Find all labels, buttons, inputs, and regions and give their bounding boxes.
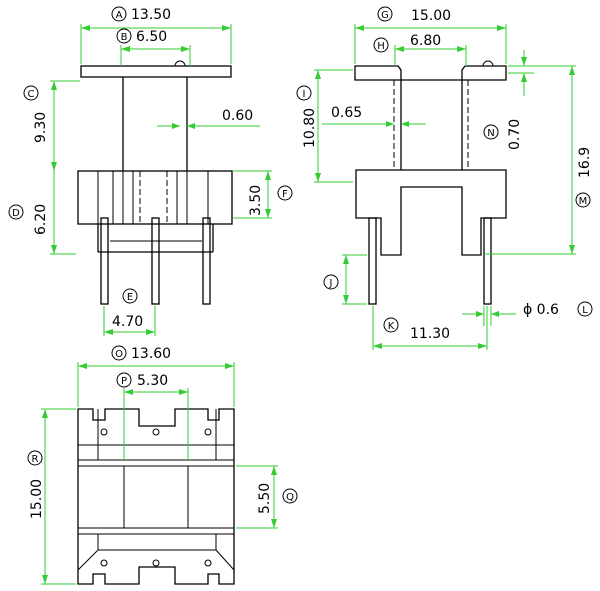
dim-N: N 0.70 bbox=[483, 119, 523, 150]
svg-text:Q: Q bbox=[286, 492, 294, 503]
svg-text:10.80: 10.80 bbox=[302, 108, 318, 148]
dim-B: B 6.50 bbox=[116, 28, 167, 45]
dim-R: R 15.00 bbox=[27, 450, 45, 519]
svg-text:15.00: 15.00 bbox=[29, 479, 45, 519]
dim-wall: 0.65 bbox=[331, 105, 362, 121]
dim-D: D 6.20 bbox=[8, 204, 49, 235]
base-block bbox=[77, 170, 233, 225]
svg-text:E: E bbox=[127, 292, 133, 303]
dim-Q: Q 5.50 bbox=[257, 483, 298, 514]
svg-text:M: M bbox=[579, 196, 588, 207]
top-flange bbox=[80, 65, 232, 78]
svg-text:L: L bbox=[582, 305, 588, 316]
dim-A: A 13.50 bbox=[111, 6, 171, 23]
flange-left bbox=[354, 65, 402, 81]
svg-text:5.30: 5.30 bbox=[137, 373, 168, 389]
svg-text:N: N bbox=[487, 128, 494, 139]
side-pin-right bbox=[483, 217, 492, 305]
dim-G: G 15.00 bbox=[377, 6, 451, 24]
dim-M: M 16.9 bbox=[575, 147, 593, 208]
svg-text:5.50: 5.50 bbox=[257, 483, 273, 514]
side-view: G 15.00 H 6.80 I 10.80 0.65 bbox=[296, 6, 593, 350]
svg-text:4.70: 4.70 bbox=[112, 314, 143, 330]
svg-text:6.20: 6.20 bbox=[33, 204, 49, 235]
svg-text:I: I bbox=[303, 89, 306, 100]
front-view: A 13.50 B 6.50 C 9.30 D 6.20 bbox=[8, 6, 293, 336]
svg-text:3.50: 3.50 bbox=[248, 185, 264, 216]
svg-text:F: F bbox=[282, 189, 288, 200]
svg-text:J: J bbox=[329, 278, 333, 289]
svg-text:B: B bbox=[121, 32, 128, 43]
svg-text:16.9: 16.9 bbox=[577, 147, 593, 178]
side-base bbox=[355, 169, 507, 256]
dim-O: O 13.60 bbox=[111, 345, 171, 362]
svg-text:H: H bbox=[377, 41, 385, 52]
dim-J: J bbox=[323, 274, 339, 290]
svg-text:15.00: 15.00 bbox=[411, 8, 451, 24]
svg-text:C: C bbox=[28, 89, 35, 100]
pin-left bbox=[100, 217, 109, 305]
svg-text:13.50: 13.50 bbox=[131, 7, 171, 23]
bottom-outline bbox=[77, 408, 235, 585]
svg-text:9.30: 9.30 bbox=[33, 112, 49, 143]
dim-L: ϕ 0.6 L bbox=[523, 301, 593, 318]
dim-P: P 5.30 bbox=[116, 372, 168, 389]
dim-gap: 0.60 bbox=[222, 108, 253, 124]
dim-H: H 6.80 bbox=[373, 33, 441, 53]
bottom-view: O 13.60 P 5.30 R 15.00 bbox=[27, 345, 298, 585]
svg-text:D: D bbox=[12, 208, 20, 219]
dim-K: K 11.30 bbox=[383, 317, 450, 342]
svg-text:6.50: 6.50 bbox=[136, 29, 167, 45]
side-pin-left bbox=[368, 217, 377, 305]
dim-I: I 10.80 bbox=[296, 85, 318, 148]
dim-F: F 3.50 bbox=[248, 185, 293, 216]
dim-C: C 9.30 bbox=[23, 85, 49, 143]
flange-right bbox=[461, 65, 507, 81]
dim-E: E 4.70 bbox=[112, 288, 143, 330]
top-notch bbox=[174, 60, 186, 67]
svg-text:13.60: 13.60 bbox=[131, 346, 171, 362]
svg-text:R: R bbox=[32, 454, 39, 465]
pin-right bbox=[202, 217, 211, 305]
svg-text:6.80: 6.80 bbox=[410, 33, 441, 49]
svg-text:ϕ 0.6: ϕ 0.6 bbox=[523, 302, 559, 318]
svg-text:0.70: 0.70 bbox=[507, 119, 523, 150]
svg-text:P: P bbox=[121, 376, 127, 387]
svg-text:G: G bbox=[381, 10, 389, 21]
svg-text:A: A bbox=[116, 10, 123, 21]
svg-text:K: K bbox=[388, 321, 395, 332]
svg-text:O: O bbox=[115, 349, 123, 360]
svg-text:11.30: 11.30 bbox=[410, 326, 450, 342]
pin-mid bbox=[151, 217, 160, 305]
